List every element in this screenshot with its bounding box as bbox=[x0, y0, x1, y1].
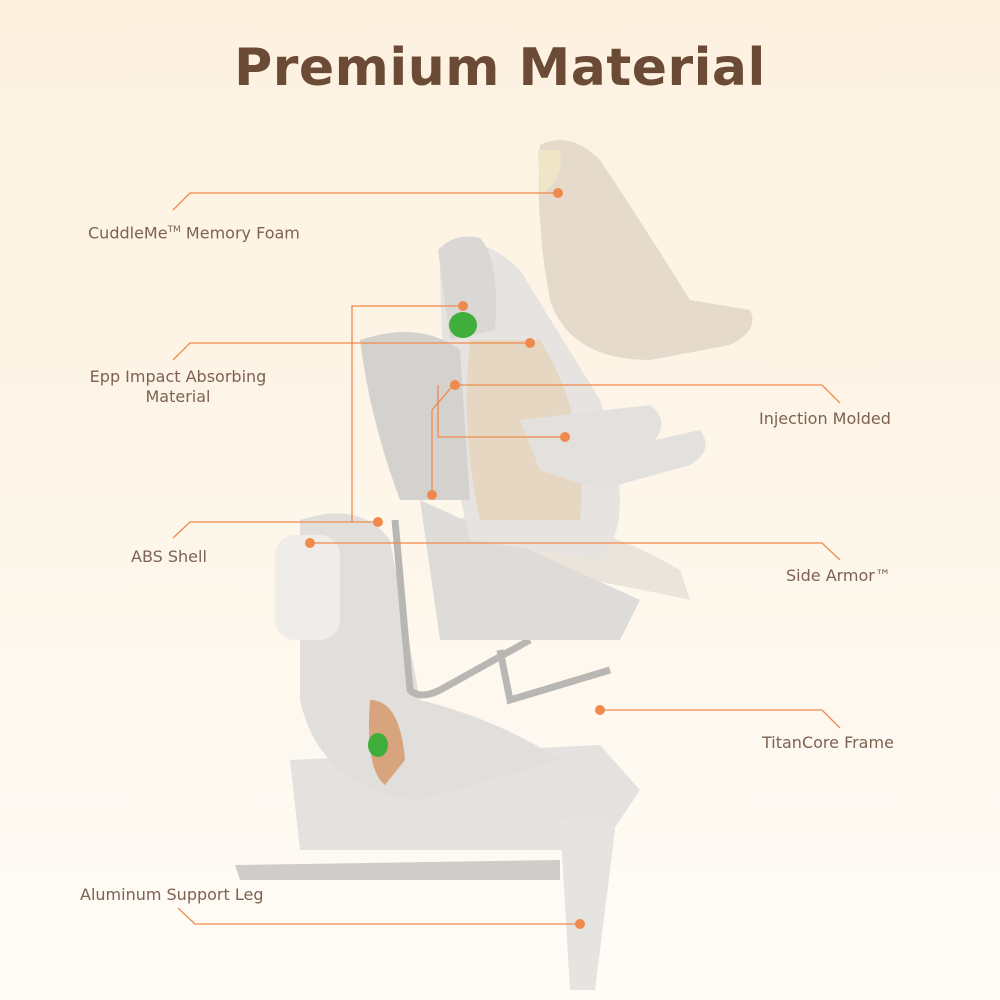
memory-foam-top bbox=[538, 150, 561, 195]
side-panel bbox=[275, 535, 340, 640]
leader-abs bbox=[172, 521, 378, 539]
leader-epp-branch bbox=[431, 382, 456, 495]
dot-injection-2 bbox=[560, 432, 570, 442]
isofix-rail bbox=[235, 860, 560, 880]
green-clip bbox=[449, 312, 477, 338]
dot-memory-foam bbox=[553, 188, 563, 198]
dot-injection-3 bbox=[427, 490, 437, 500]
leader-injection bbox=[455, 384, 841, 404]
label-injection-molded: Injection Molded bbox=[759, 409, 891, 428]
label-side-armor: Side Armor™ bbox=[786, 566, 891, 585]
leader-memory-foam bbox=[172, 192, 558, 211]
dot-side-armor bbox=[305, 538, 315, 548]
green-clip-lower bbox=[368, 733, 388, 757]
leader-epp bbox=[172, 342, 530, 361]
leader-lines bbox=[172, 192, 841, 925]
leader-abs-branch bbox=[351, 305, 463, 522]
dot-support-leg bbox=[575, 919, 585, 929]
lower-shell bbox=[300, 513, 560, 800]
leader-titancore bbox=[600, 709, 841, 729]
leader-side-armor bbox=[310, 542, 841, 561]
memory-foam-insert bbox=[538, 140, 753, 360]
page-title: Premium Material bbox=[234, 38, 766, 98]
label-support-leg: Aluminum Support Leg bbox=[80, 885, 264, 904]
headrest-shell bbox=[438, 236, 496, 340]
callout-dots bbox=[305, 188, 605, 929]
titancore-tube bbox=[391, 519, 532, 699]
injection-wing bbox=[520, 405, 706, 490]
label-titancore-frame: TitanCore Frame bbox=[762, 733, 894, 752]
dot-epp-2 bbox=[458, 301, 468, 311]
dot-injection bbox=[450, 380, 460, 390]
dot-epp bbox=[525, 338, 535, 348]
leader-injection-branch bbox=[437, 385, 565, 438]
dot-titancore bbox=[595, 705, 605, 715]
titancore-tube-2 bbox=[496, 649, 612, 705]
support-leg bbox=[560, 814, 615, 990]
leader-support-leg bbox=[177, 907, 580, 925]
dot-abs bbox=[373, 517, 383, 527]
label-memory-foam: CuddleMeTM Memory Foam bbox=[88, 223, 300, 243]
label-abs-shell: ABS Shell bbox=[131, 547, 207, 566]
epp-block bbox=[360, 332, 470, 500]
